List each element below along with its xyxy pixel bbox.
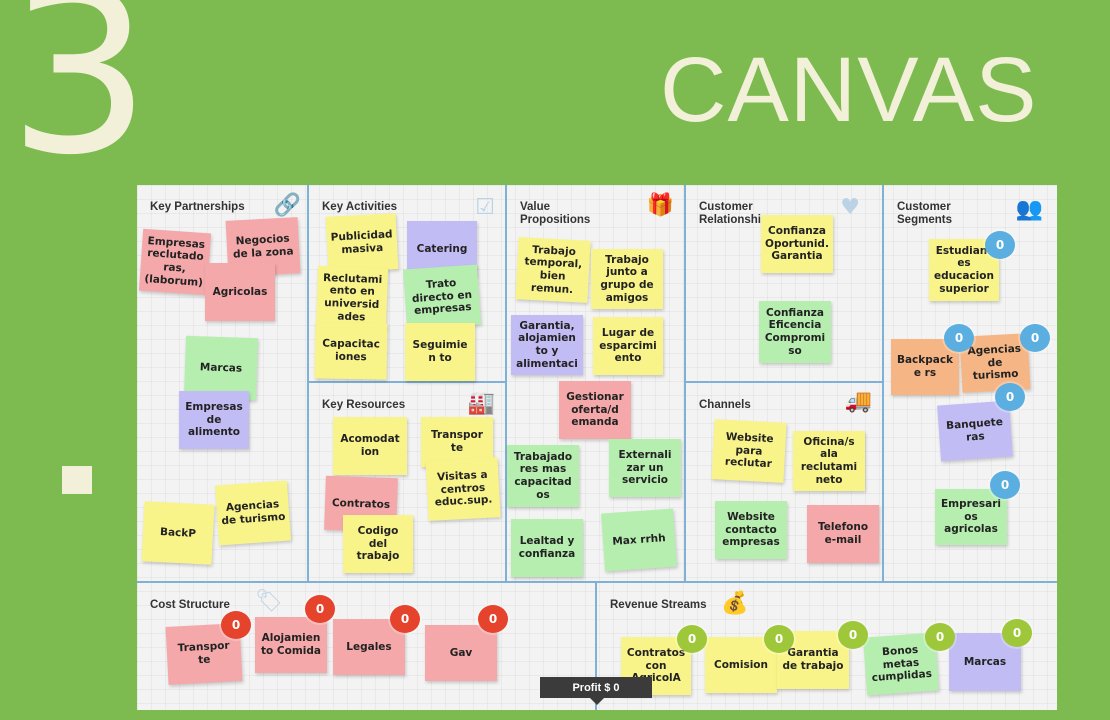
tag-icon: 🏷: [255, 589, 283, 614]
counter-badge: 0: [1020, 324, 1050, 352]
section-title-cost-structure: Cost Structure: [150, 599, 230, 611]
sticky-note[interactable]: Confianza Oportunid. Garantia: [761, 215, 833, 273]
counter-badge: 0: [995, 383, 1025, 411]
section-title-customer-relationships: Customer Relationships: [699, 201, 775, 227]
section-title-channels: Channels: [699, 399, 751, 411]
factory-icon: 🏭: [467, 391, 495, 416]
sticky-note[interactable]: Empresas reclutado ras, (laborum): [138, 228, 212, 296]
sticky-note[interactable]: Gestionar oferta/d emanda: [559, 381, 631, 439]
counter-badge: 0: [990, 471, 1020, 499]
sticky-note[interactable]: Codigo del trabajo: [343, 515, 413, 573]
sticky-note[interactable]: Trabajo junto a grupo de amigos: [591, 249, 663, 309]
people-icon: 👥: [1015, 197, 1043, 222]
sticky-note[interactable]: Capacitac iones: [314, 322, 388, 380]
section-title-key-partnerships: Key Partnerships: [150, 201, 245, 213]
money-bag-icon: 💰: [721, 591, 749, 616]
sticky-note[interactable]: Agencias de turismo: [214, 480, 292, 546]
gift-icon: 🎁: [646, 193, 674, 218]
sticky-note[interactable]: Trabajado res mas capacitad os: [507, 445, 579, 507]
sticky-note[interactable]: Banquete ras: [937, 400, 1013, 462]
sticky-note[interactable]: Reclutami ento en universid ades: [315, 265, 389, 331]
counter-badge: 0: [985, 231, 1015, 259]
sticky-note[interactable]: Max rrhh: [601, 508, 677, 572]
sticky-note[interactable]: Agricolas: [205, 263, 275, 321]
slide-title: CANVAS: [660, 39, 1038, 141]
sticky-note[interactable]: Garantia, alojamien to y alimentaci: [511, 315, 583, 375]
section-title-key-resources: Key Resources: [322, 399, 406, 411]
section-customer-relationships: Customer Relationships ♥: [686, 185, 884, 383]
section-cost-structure: Cost Structure 🏷: [137, 583, 597, 710]
section-title-customer-segments: Customer Segments: [897, 201, 952, 227]
counter-badge: 0: [764, 625, 794, 653]
sticky-note[interactable]: Externali zar un servicio: [609, 439, 681, 497]
checkbox-icon: ☑: [475, 195, 495, 220]
counter-badge: 0: [390, 605, 420, 633]
section-key-activities: Key Activities ☑: [309, 185, 507, 383]
counter-badge: 0: [838, 621, 868, 649]
section-channels: Channels 🚚: [686, 383, 884, 583]
sticky-note[interactable]: BackP: [141, 501, 215, 565]
business-model-canvas: Key Partnerships 🔗 Key Activities ☑ Key …: [137, 185, 1057, 710]
section-revenue-streams: Revenue Streams 💰: [597, 583, 1057, 710]
slide-number-dot: [62, 466, 92, 494]
link-icon: 🔗: [273, 193, 301, 218]
sticky-note[interactable]: Acomodat ion: [333, 417, 407, 475]
sticky-note[interactable]: Alojamien to Comida: [255, 617, 327, 673]
slide-number: 3: [8, 0, 152, 205]
sticky-note[interactable]: Comision: [705, 637, 777, 693]
sticky-note[interactable]: Telefono e-mail: [807, 505, 879, 563]
section-key-partnerships: Key Partnerships 🔗: [137, 185, 309, 583]
section-value-propositions: Value Propositions 🎁: [507, 185, 686, 583]
sticky-note[interactable]: Empresas de alimento: [179, 391, 249, 449]
sticky-note[interactable]: Lealtad y confianza: [511, 519, 583, 577]
counter-badge: 0: [677, 625, 707, 653]
sticky-note[interactable]: Visitas a centros educ.sup.: [425, 457, 501, 521]
section-title-revenue-streams: Revenue Streams: [610, 599, 707, 611]
sticky-note[interactable]: Website contacto empresas: [715, 501, 787, 559]
sticky-note[interactable]: Gav: [425, 625, 497, 681]
counter-badge: 0: [925, 623, 955, 651]
sticky-note[interactable]: Lugar de esparcimi ento: [593, 317, 663, 375]
sticky-note[interactable]: Seguimien to: [405, 323, 475, 381]
counter-badge: 0: [1002, 619, 1032, 647]
sticky-note[interactable]: Empresari os agricolas: [935, 489, 1007, 545]
section-customer-segments: Customer Segments 👥: [884, 185, 1057, 583]
counter-badge: 0: [305, 595, 335, 623]
sticky-note[interactable]: Garantia de trabajo: [777, 631, 849, 689]
section-key-resources: Key Resources 🏭: [309, 383, 507, 583]
sticky-note[interactable]: Trato directo en empresas: [402, 264, 482, 330]
section-title-key-activities: Key Activities: [322, 201, 397, 213]
sticky-note[interactable]: Website para reclutar: [711, 419, 787, 483]
truck-icon: 🚚: [844, 389, 872, 414]
counter-badge: 0: [478, 605, 508, 633]
counter-badge: 0: [221, 611, 251, 639]
section-title-value-propositions: Value Propositions: [520, 201, 591, 227]
sticky-note[interactable]: Trabajo temporal, bien remun.: [515, 237, 591, 303]
sticky-note[interactable]: Confianza Eficencia Compromi so: [759, 301, 831, 363]
heart-icon: ♥: [840, 195, 860, 220]
sticky-note[interactable]: Backpacke rs: [891, 339, 959, 395]
sticky-note[interactable]: Oficina/s ala reclutami neto: [793, 431, 865, 491]
profit-tooltip: Profit $ 0: [540, 677, 652, 705]
counter-badge: 0: [944, 324, 974, 352]
sticky-note[interactable]: Publicidad masiva: [325, 213, 399, 273]
